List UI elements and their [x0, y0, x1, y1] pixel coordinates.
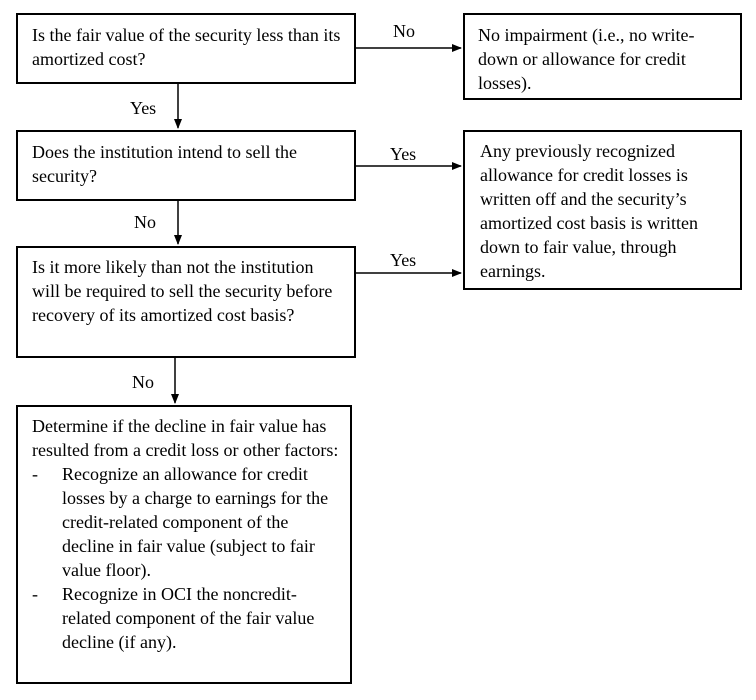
question-required-to-sell: Is it more likely than not the instituti… — [16, 246, 356, 358]
bullet-dash: - — [32, 464, 38, 484]
outcome-determine-credit-loss: Determine if the decline in fair value h… — [16, 405, 352, 684]
write-off-text: Any previously recognized allowance for … — [480, 141, 698, 281]
determine-step-item: - Recognize an allowance for credit loss… — [32, 462, 342, 582]
determine-step-item: - Recognize in OCI the noncredit-related… — [32, 582, 342, 654]
determine-step-text: Recognize in OCI the noncredit-related c… — [62, 584, 315, 652]
determine-step-text: Recognize an allowance for credit losses… — [62, 464, 329, 580]
edge-label-q2-no: No — [134, 212, 156, 232]
outcome-no-impairment: No impairment (i.e., no write-down or al… — [463, 13, 742, 100]
question-intend-to-sell-text: Does the institution intend to sell the … — [32, 142, 297, 186]
no-impairment-text: No impairment (i.e., no write-down or al… — [478, 25, 695, 93]
determine-steps-list: - Recognize an allowance for credit loss… — [32, 462, 342, 654]
question-intend-to-sell: Does the institution intend to sell the … — [16, 130, 356, 201]
outcome-write-off: Any previously recognized allowance for … — [463, 130, 742, 290]
edge-label-q3-no: No — [132, 372, 154, 392]
edge-label-q3-yes: Yes — [390, 250, 417, 270]
edge-label-q1-yes: Yes — [130, 98, 157, 118]
edge-label-q1-no: No — [393, 21, 415, 41]
question-fair-value-text: Is the fair value of the security less t… — [32, 25, 341, 69]
question-required-to-sell-text: Is it more likely than not the instituti… — [32, 257, 333, 325]
question-fair-value-less-than-cost: Is the fair value of the security less t… — [16, 13, 356, 84]
determine-intro-text: Determine if the decline in fair value h… — [32, 416, 339, 460]
edge-label-q2-yes: Yes — [390, 144, 417, 164]
bullet-dash: - — [32, 584, 38, 604]
